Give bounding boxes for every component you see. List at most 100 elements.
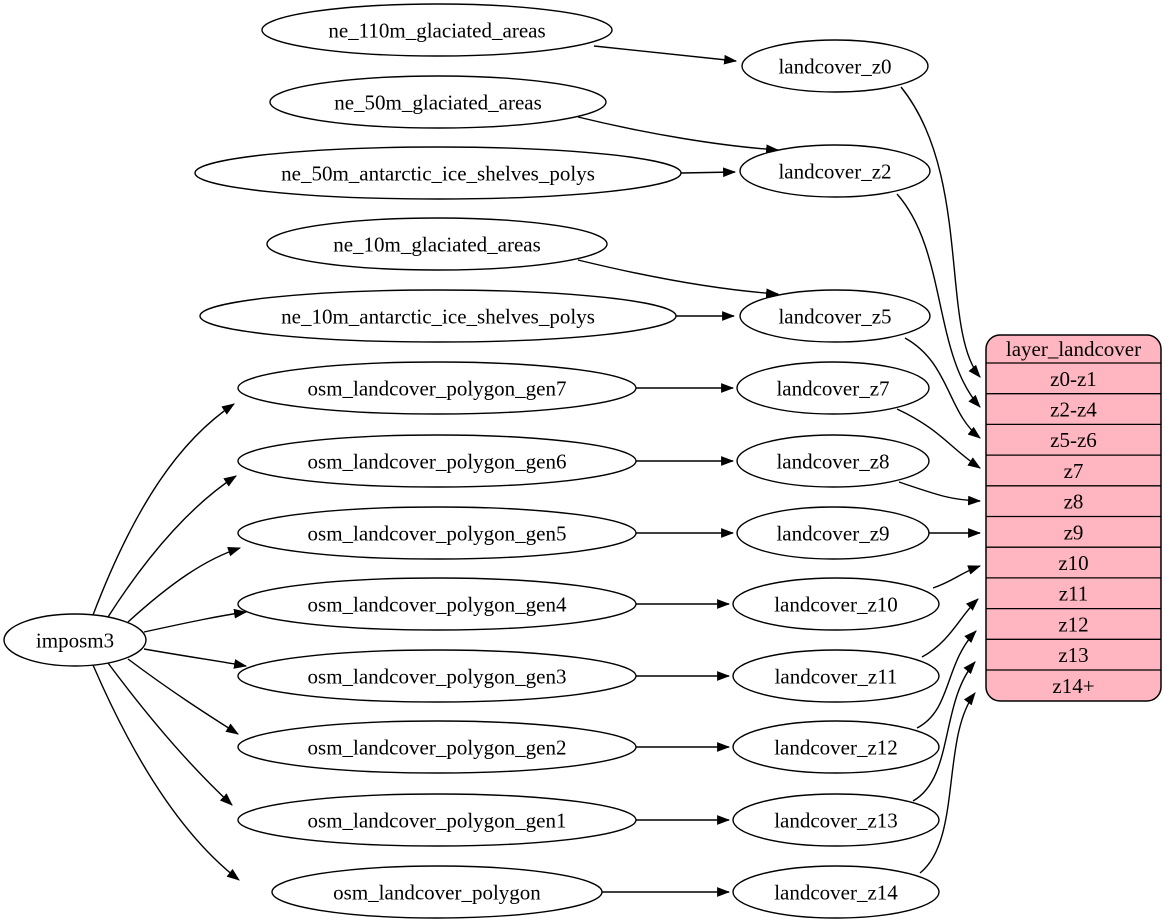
edge-ne110-z0 <box>593 45 738 65</box>
edge-ne50-z2 <box>577 116 780 155</box>
node-z11-label: landcover_z11 <box>775 665 898 689</box>
edge-ne10-z5 <box>577 259 780 299</box>
node-landcover-z13: landcover_z13 <box>732 793 940 847</box>
layer-landcover-title: layer_landcover <box>1006 337 1141 361</box>
node-z2-shape <box>739 144 931 198</box>
node-gen7-label: osm_landcover_polygon_gen7 <box>308 377 567 401</box>
node-poly-label: osm_landcover_polygon <box>333 881 541 905</box>
edge-z8-row-z8 <box>898 481 982 506</box>
record-row-label-z2-z4: z2-z4 <box>1050 398 1097 422</box>
edge-z10-row-z10 <box>932 565 982 589</box>
node-z9-label: landcover_z9 <box>776 522 889 546</box>
record-row-label-z13: z13 <box>1058 643 1088 667</box>
edge-imposm3-gen1 <box>107 662 233 806</box>
node-landcover-z9: landcover_z9 <box>736 506 930 560</box>
node-ne50-label: ne_50m_glaciated_areas <box>334 91 542 115</box>
node-gen6-shape <box>237 434 637 488</box>
edges <box>92 45 982 897</box>
edge-z12-row-z12 <box>916 630 977 729</box>
node-z13-label: landcover_z13 <box>774 809 898 833</box>
edge-imposm3-poly <box>92 664 240 881</box>
record-row-label-z10: z10 <box>1058 551 1088 575</box>
node-z10-label: landcover_z10 <box>774 593 898 617</box>
node-z12-shape <box>732 720 940 774</box>
record-row-label-z11: z11 <box>1059 582 1089 606</box>
node-ne10ant-shape <box>199 289 677 343</box>
record-row-label-z8: z8 <box>1064 490 1084 514</box>
record-row-label-z0-z1: z0-z1 <box>1050 367 1097 391</box>
node-ne-110m-glaciated-areas: ne_110m_glaciated_areas <box>261 3 613 57</box>
node-osm-landcover-polygon-gen3: osm_landcover_polygon_gen3 <box>237 649 637 703</box>
node-z0-label: landcover_z0 <box>778 55 891 79</box>
edge-ne50ant-z2 <box>680 167 737 178</box>
edge-z7-row-z7 <box>896 408 981 469</box>
node-gen3-label: osm_landcover_polygon_gen3 <box>308 665 567 689</box>
node-osm-landcover-polygon-gen4: osm_landcover_polygon_gen4 <box>237 577 637 631</box>
edge-z2-row-z2-z4 <box>896 193 981 408</box>
node-gen3-shape <box>237 649 637 703</box>
edge-z0-row-z0-z1 <box>900 86 981 378</box>
node-ne10ant-label: ne_10m_antarctic_ice_shelves_polys <box>281 305 595 329</box>
node-z13-shape <box>732 793 940 847</box>
node-osm-landcover-polygon-gen2: osm_landcover_polygon_gen2 <box>237 720 637 774</box>
node-landcover-z12: landcover_z12 <box>732 720 940 774</box>
node-z7-shape <box>736 361 930 415</box>
node-osm-landcover-polygon-gen6: osm_landcover_polygon_gen6 <box>237 434 637 488</box>
record-row-label-z12: z12 <box>1058 612 1088 636</box>
node-ne-10m-glaciated-areas: ne_10m_glaciated_areas <box>266 217 608 271</box>
layer-landcover-box <box>985 334 1162 702</box>
edge-z11-row-z11 <box>921 598 979 658</box>
node-landcover-z10: landcover_z10 <box>732 577 940 631</box>
node-landcover-z8: landcover_z8 <box>736 434 930 488</box>
node-ne10-shape <box>266 217 608 271</box>
node-landcover-z11: landcover_z11 <box>732 649 940 703</box>
record-row-label-z7: z7 <box>1064 459 1084 483</box>
edge-imposm3-gen7 <box>92 403 235 616</box>
edge-imposm3-gen3 <box>143 648 248 669</box>
node-ne50-shape <box>269 75 607 129</box>
node-z5-label: landcover_z5 <box>778 305 891 329</box>
node-z0-shape <box>741 39 929 93</box>
node-imposm3-shape <box>3 613 147 667</box>
node-landcover-z5: landcover_z5 <box>739 289 931 343</box>
node-z14-shape <box>732 865 940 919</box>
node-z12-label: landcover_z12 <box>774 736 898 760</box>
node-layer-landcover: layer_landcover z0-z1 z2-z4 z5-z6 z7 z8 … <box>985 334 1162 702</box>
node-z11-shape <box>732 649 940 703</box>
node-landcover-z14: landcover_z14 <box>732 865 940 919</box>
edge-z5-row-z5-z6 <box>904 337 981 439</box>
node-gen2-label: osm_landcover_polygon_gen2 <box>308 736 567 760</box>
edge-z14-row-z14plus <box>919 692 976 874</box>
node-ne50ant-shape <box>194 146 682 200</box>
node-gen6-label: osm_landcover_polygon_gen6 <box>308 450 567 474</box>
edge-imposm3-gen2 <box>127 658 239 735</box>
node-osm-landcover-polygon: osm_landcover_polygon <box>271 865 603 919</box>
node-ne110-label: ne_110m_glaciated_areas <box>328 19 545 43</box>
node-z2-label: landcover_z2 <box>778 160 891 184</box>
edge-imposm3-gen5 <box>127 547 242 623</box>
node-gen5-label: osm_landcover_polygon_gen5 <box>308 522 567 546</box>
edge-imposm3-gen4 <box>143 608 248 633</box>
node-gen2-shape <box>237 720 637 774</box>
node-osm-landcover-polygon-gen7: osm_landcover_polygon_gen7 <box>237 361 637 415</box>
node-z10-shape <box>732 577 940 631</box>
node-imposm3-label: imposm3 <box>36 629 114 653</box>
node-ne-10m-antarctic-ice-shelves-polys: ne_10m_antarctic_ice_shelves_polys <box>199 289 677 343</box>
node-z8-shape <box>736 434 930 488</box>
node-z8-label: landcover_z8 <box>776 450 889 474</box>
node-osm-landcover-polygon-gen5: osm_landcover_polygon_gen5 <box>237 506 637 560</box>
node-z7-label: landcover_z7 <box>776 377 889 401</box>
record-row-label-z9: z9 <box>1064 520 1084 544</box>
node-z9-shape <box>736 506 930 560</box>
node-ne50ant-label: ne_50m_antarctic_ice_shelves_polys <box>281 162 595 186</box>
node-ne-50m-glaciated-areas: ne_50m_glaciated_areas <box>269 75 607 129</box>
node-landcover-z2: landcover_z2 <box>739 144 931 198</box>
record-row-label-z5-z6: z5-z6 <box>1050 428 1097 452</box>
node-gen5-shape <box>237 506 637 560</box>
node-ne-50m-antarctic-ice-shelves-polys: ne_50m_antarctic_ice_shelves_polys <box>194 146 682 200</box>
node-landcover-z0: landcover_z0 <box>741 39 929 93</box>
node-ne10-label: ne_10m_glaciated_areas <box>333 233 541 257</box>
node-ne110-shape <box>261 3 613 57</box>
record-row-label-z14plus: z14+ <box>1052 674 1094 698</box>
